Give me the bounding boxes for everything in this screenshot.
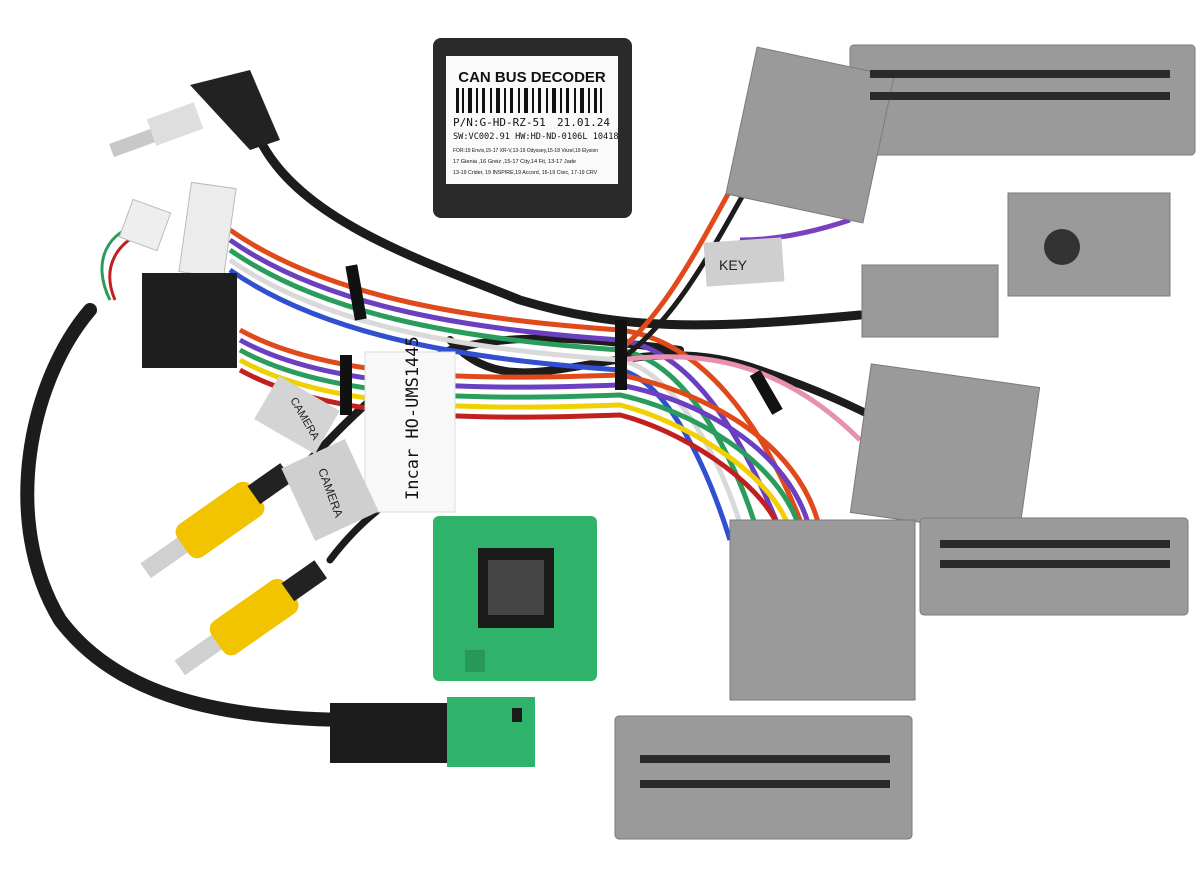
rca-plug-1 [140,463,293,579]
decoder-part-number: P/N:G-HD-RZ-51 [453,116,546,129]
zip-ties [340,264,783,415]
harness-id-tag: Incar HO-UMS1445 [364,336,456,513]
key-tag-text: KEY [719,257,748,273]
small-white-plug [118,198,172,252]
gray-connector-small [861,264,999,338]
decoder-models-1: FOR:19 Envix,15-17 XR-V,13-19 Odyssey,15… [453,148,598,154]
black-connector [142,273,237,368]
gray-connector-mid [849,363,1041,537]
green-connector [433,516,597,681]
colored-wire-bundle [100,138,862,541]
gray-connector-bottom [729,519,916,701]
gray-connector-bottom-large [614,715,913,840]
decoder-title: CAN BUS DECODER [458,69,606,86]
rca-plug-2 [174,560,328,676]
decoder-models-3: 13-19 Crider, 19 INSPIRE,19 Accord, 16-1… [453,170,598,176]
gray-connector-antenna [1007,192,1171,297]
camera-tag-1: CAMERA [254,375,340,455]
decoder-models-2: 17 Gienia ,16 Greiz ,15-17 City,14 Fit, … [453,159,576,165]
connector-pins [640,70,1170,788]
white-connector [178,181,237,279]
can-bus-decoder: CAN BUS DECODER P/N:G-HD-RZ-51 21.01.24 … [433,38,632,218]
gray-connector-top [725,46,895,224]
harness-id-text: Incar HO-UMS1445 [403,336,423,500]
camera-tag-2: CAMERA [281,438,379,542]
decoder-versions: SW:VC002.91 HW:HD-ND-0106L 10418 [453,132,619,142]
green-plug-end [330,697,535,767]
key-tag: KEY [703,237,785,287]
decoder-date: 21.01.24 [557,116,610,129]
antenna-plug [109,70,280,158]
